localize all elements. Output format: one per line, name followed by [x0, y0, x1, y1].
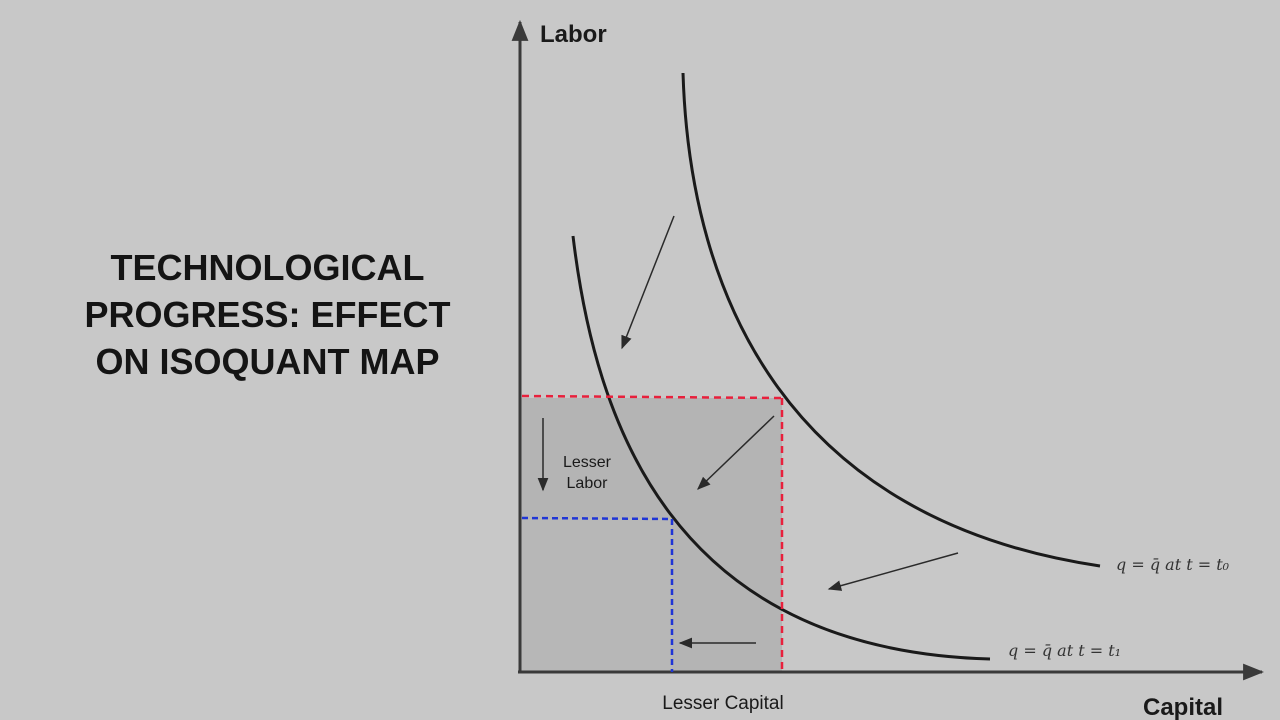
title-line-2: PROGRESS: EFFECT — [84, 294, 451, 335]
title-line-1: TECHNOLOGICAL — [110, 247, 425, 288]
lesser-labor-label-line1: Lesser — [563, 454, 612, 471]
shift-arrow-upper — [621, 215, 675, 350]
title-line-3: ON ISOQUANT MAP — [95, 341, 440, 382]
slide-title: TECHNOLOGICAL PROGRESS: EFFECT ON ISOQUA… — [40, 244, 495, 385]
original-labor-level-line — [521, 394, 783, 400]
new-input-region — [520, 519, 672, 672]
isoquant-t1-label: q = q̄ at t = t₁ — [1008, 641, 1121, 660]
isoquant-t0-label: q = q̄ at t = t₀ — [1116, 555, 1230, 574]
shift-arrow-middle — [697, 415, 775, 490]
isoquant-t0 — [681, 72, 1101, 568]
isoquant-t1 — [571, 235, 991, 661]
lesser-labor-label-line2: Labor — [567, 475, 609, 492]
shift-arrow-lower — [827, 552, 959, 591]
y-axis-label: Labor — [540, 21, 607, 48]
lesser-capital-label: Lesser Capital — [662, 693, 783, 714]
new-labor-level-line — [521, 516, 673, 521]
x-axis-label: Capital — [1143, 694, 1223, 720]
